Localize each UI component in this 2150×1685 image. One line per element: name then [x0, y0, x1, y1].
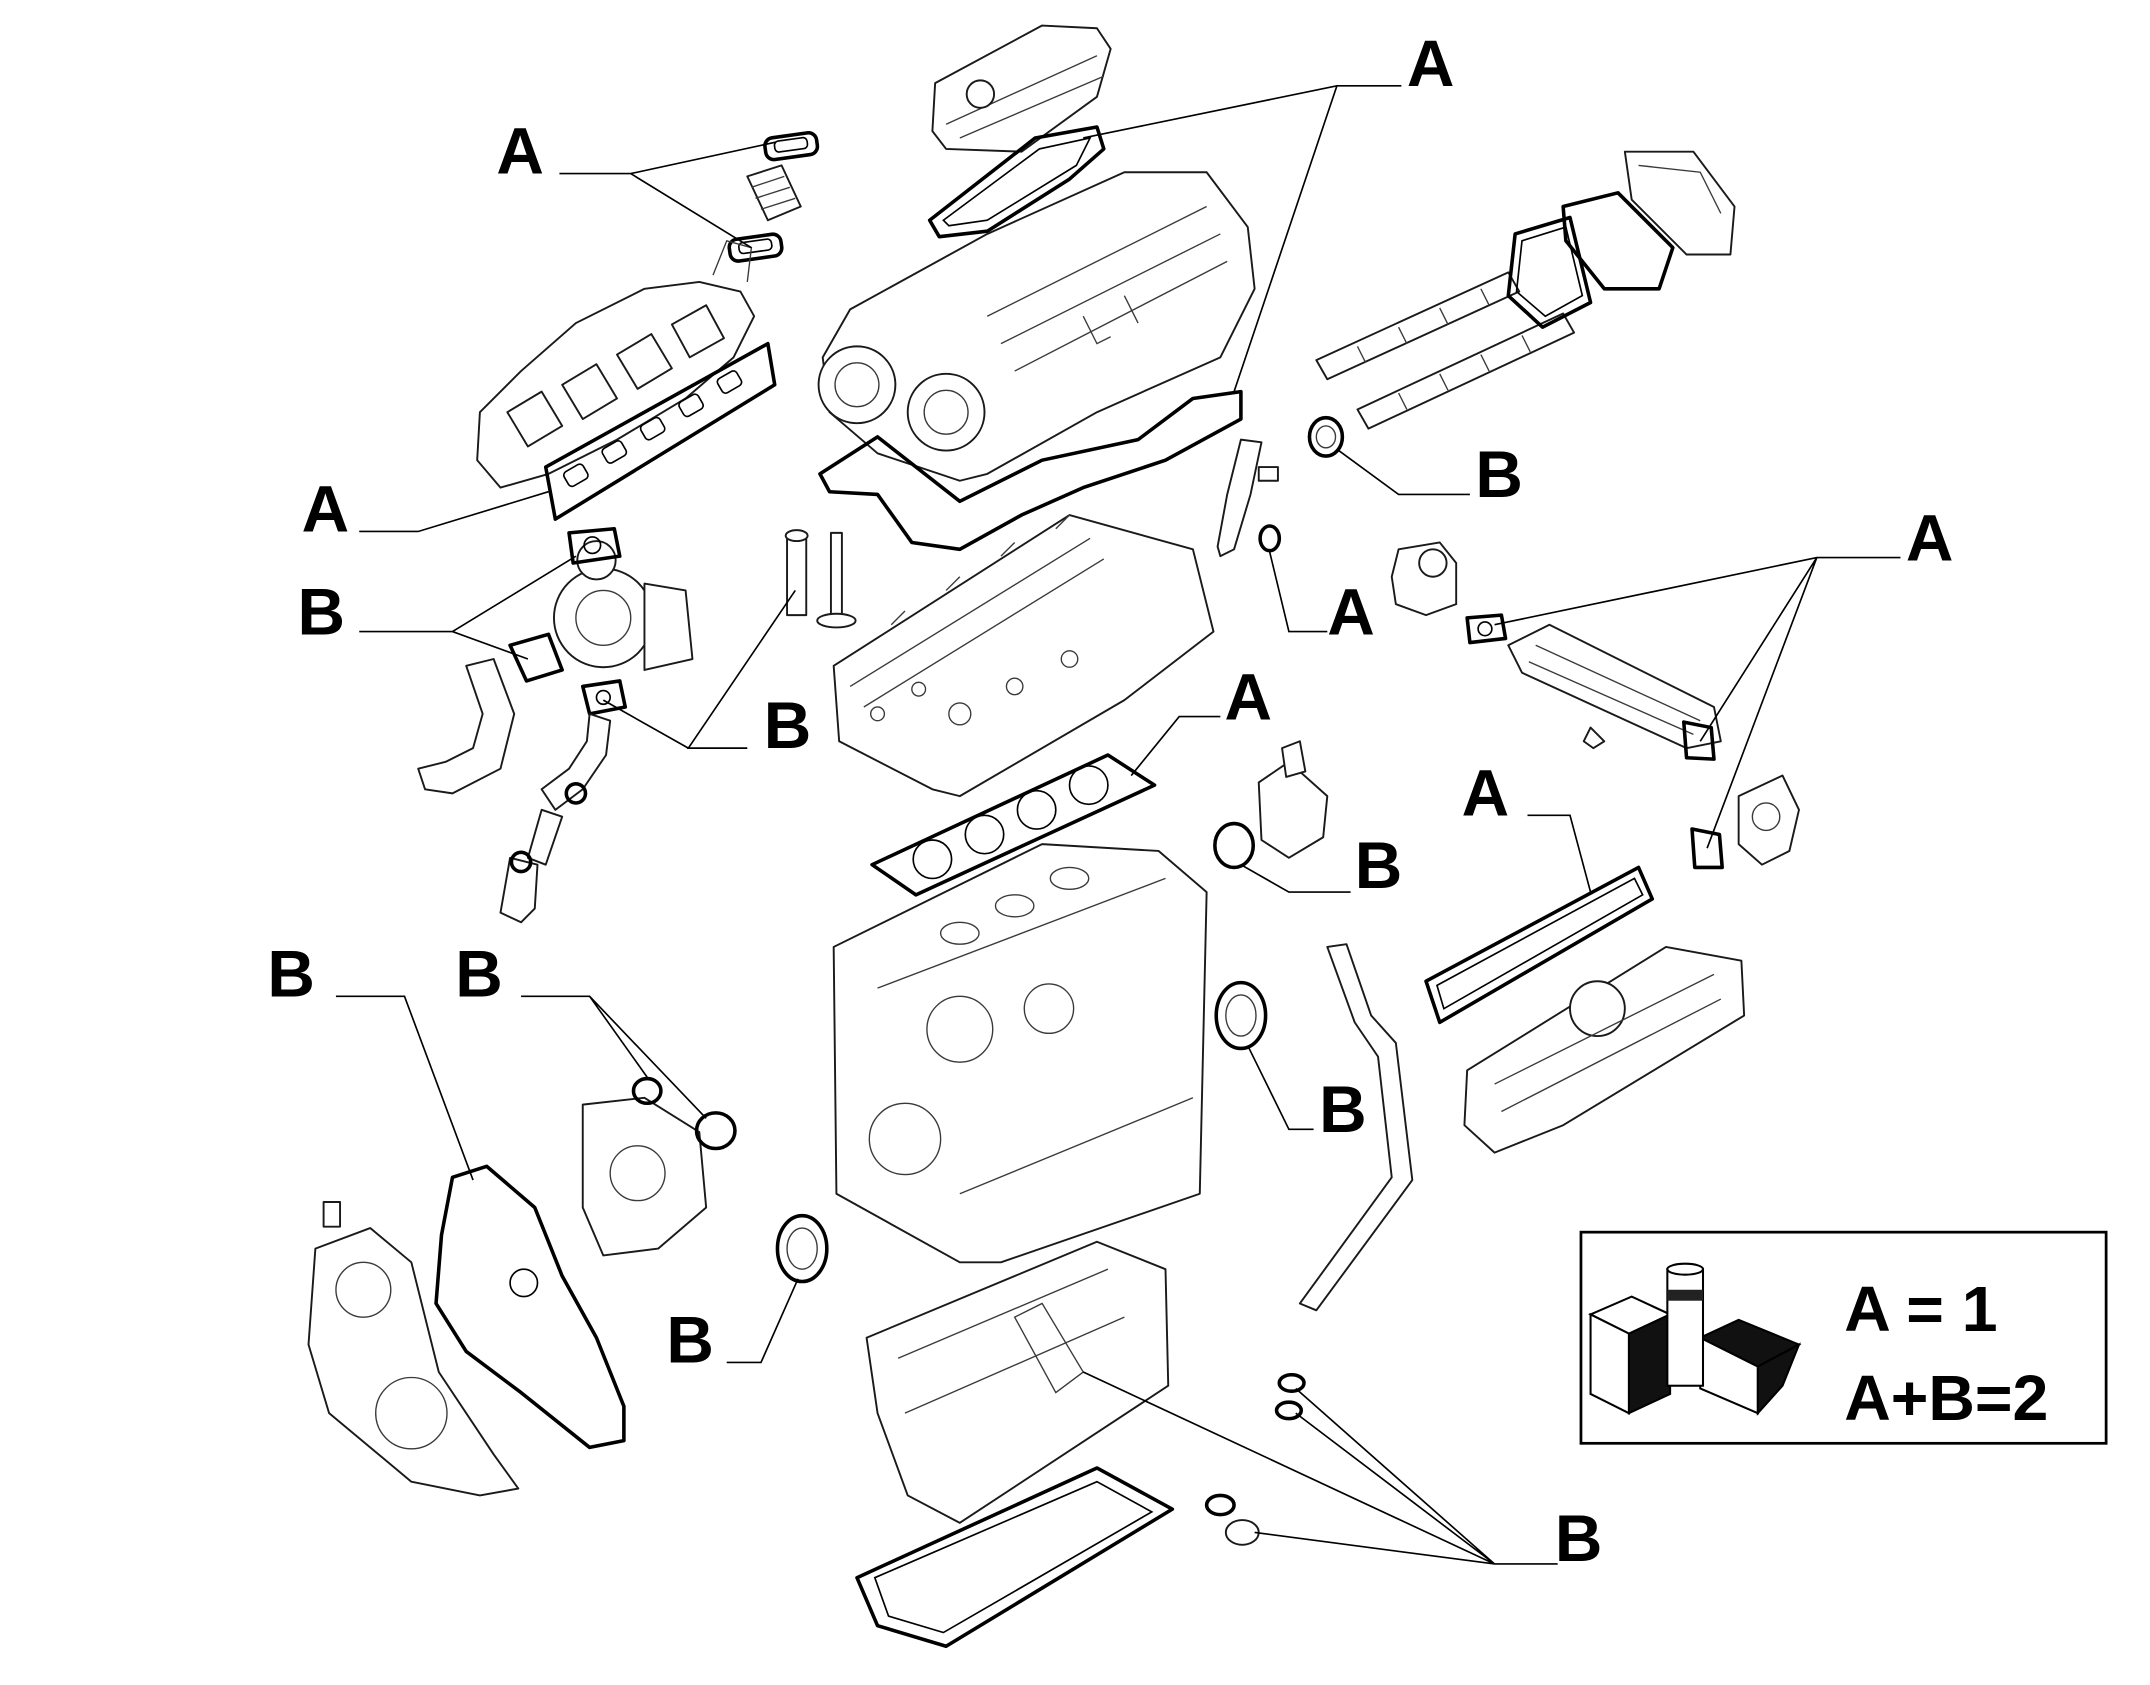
- coolant-manifold: [1463, 945, 1746, 1154]
- legend-line-ab: A+B=2: [1844, 1362, 2048, 1434]
- oil-sump: [865, 1240, 1170, 1524]
- egr-cooler: [1507, 623, 1722, 750]
- timing-cover-gasket-top: [1561, 191, 1675, 291]
- cylinder-head-cover: [817, 171, 1256, 482]
- callout-a-coolant-manifold: A: [1462, 755, 1510, 829]
- callout-b-valve-pipe: B: [764, 688, 812, 762]
- cam-cover: [931, 24, 1112, 153]
- fuel-injector: [1216, 438, 1282, 558]
- parts-box-icon: [1588, 1262, 1802, 1416]
- water-pump: [581, 1076, 737, 1257]
- rear-main-seal: [1214, 980, 1268, 1051]
- leader-lines: [335, 85, 1901, 1565]
- engine-block: [832, 843, 1208, 1264]
- callout-a-head-gasket: A: [1224, 659, 1272, 733]
- exhaust-connector-assembly: [727, 130, 820, 263]
- turbocharger: [552, 540, 694, 671]
- callout-a-injector-seal: A: [1327, 574, 1375, 648]
- sump-gasket: [855, 1466, 1175, 1649]
- front-cover: [307, 1201, 520, 1497]
- timing-cover-top: [1623, 150, 1736, 256]
- turbo-oil-pipe: [417, 658, 612, 924]
- drain-plug: [1204, 1493, 1260, 1546]
- callout-b-thermostat: B: [1355, 828, 1403, 902]
- turbo-gaskets: [508, 526, 628, 716]
- callout-b-rear-seal: B: [1319, 1072, 1367, 1146]
- callout-a-cam-cover: A: [1407, 26, 1455, 100]
- callout-a-intake-manifold: A: [302, 471, 350, 545]
- callout-b-cam-seal: B: [1475, 437, 1523, 511]
- callout-b-front-seal: B: [666, 1302, 714, 1376]
- callout-a-exhaust-pipe: A: [496, 114, 544, 188]
- intake-manifold-gasket: [543, 341, 777, 521]
- cam-seal: [1307, 415, 1345, 458]
- head-gasket: [870, 753, 1157, 897]
- head-cover-gasket: [818, 389, 1243, 552]
- legend-line-a: A = 1: [1844, 1273, 1997, 1345]
- legend-box: A = 1 A+B=2: [1579, 1230, 2108, 1445]
- front-main-seal: [775, 1213, 829, 1284]
- camshafts: [1315, 271, 1576, 430]
- coolant-manifold-gasket: [1424, 865, 1655, 1025]
- egr-valve: [1390, 541, 1458, 617]
- timing-chain: [1506, 215, 1593, 329]
- callout-b-timing-cover: B: [267, 936, 315, 1010]
- callout-a-egr-cooler: A: [1906, 500, 1954, 574]
- timing-cover-gasket: [434, 1164, 626, 1450]
- callout-b-sump-washers: B: [1555, 1501, 1603, 1575]
- valve-and-guide: [784, 529, 857, 629]
- callout-b-pump-orings: B: [455, 936, 503, 1010]
- dipstick-tube: [1274, 943, 1414, 1421]
- water-outlet: [1737, 774, 1800, 866]
- cylinder-head: [832, 514, 1215, 798]
- callout-labels: A A A A A A A B B B B B B B B B: [267, 26, 1953, 1575]
- exhaust-manifold: [476, 239, 756, 489]
- egr-gaskets: [1465, 613, 1724, 870]
- callout-b-turbo: B: [298, 574, 346, 648]
- cam-cover-gasket: [927, 125, 1106, 239]
- thermostat-housing: [1213, 740, 1329, 870]
